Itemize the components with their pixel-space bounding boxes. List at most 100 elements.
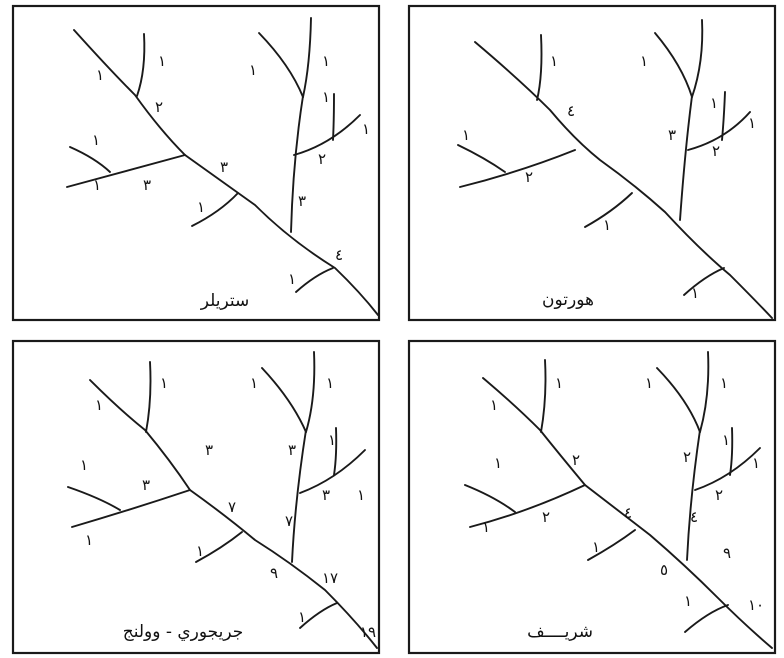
- order-label: ١: [720, 374, 728, 392]
- tributary-north-right: [699, 351, 710, 433]
- tributary-north-left: [654, 32, 693, 98]
- tributary-east-sub: [721, 91, 726, 141]
- panel-frame: [407, 4, 777, 322]
- panel-frame: [407, 339, 777, 655]
- order-label: ١: [462, 126, 470, 144]
- tributary-upper: [145, 361, 152, 433]
- order-label: ١: [752, 454, 760, 472]
- order-label: ٣: [143, 176, 151, 194]
- order-label: ١: [326, 374, 334, 392]
- order-label: ١: [722, 431, 730, 449]
- tributary-west: [459, 149, 576, 188]
- order-label: ١: [645, 374, 653, 392]
- tributary-south: [584, 192, 633, 228]
- tributary-east: [694, 447, 761, 491]
- order-label: ١: [684, 592, 692, 610]
- tributary-north-stem: [291, 429, 307, 563]
- order-label: ١: [328, 431, 336, 449]
- order-label: ٢: [712, 142, 720, 160]
- main-channel: [474, 41, 773, 319]
- order-label: ٩: [270, 564, 278, 582]
- tributary-east-sub: [332, 93, 335, 141]
- tributary-west: [66, 154, 186, 188]
- order-label: ١: [85, 531, 93, 549]
- order-labels: ١ ١ ٤ ١ ١ ٣ ٢ ١ ٢ ١ ١: [462, 52, 756, 302]
- tributary-north-stem: [290, 95, 304, 233]
- panel-title: هورتون: [542, 290, 594, 310]
- order-label: ١: [640, 52, 648, 70]
- order-label: ٧: [228, 498, 236, 516]
- panel-frame: [11, 339, 381, 655]
- tributary-east-sub: [729, 427, 734, 476]
- tributary-upper: [136, 33, 146, 97]
- tributary-upper: [540, 359, 547, 433]
- tributary-north-left: [656, 367, 701, 433]
- order-label: ٢: [318, 150, 326, 168]
- order-label: ١: [249, 61, 257, 79]
- order-label: ١: [357, 486, 365, 504]
- order-label: ٢: [572, 451, 580, 469]
- tributary-north-left: [261, 367, 307, 433]
- order-label: ٤: [690, 508, 698, 526]
- tributary-north-right: [691, 19, 704, 98]
- tributary-west-sub: [67, 486, 121, 511]
- order-label: ١٧: [322, 569, 338, 587]
- order-label: ١: [550, 52, 558, 70]
- order-label: ٣: [322, 486, 330, 504]
- order-label: ٢: [683, 448, 691, 466]
- tributary-west-sub: [457, 144, 506, 173]
- panel-frame: [11, 4, 381, 322]
- order-label: ٣: [220, 158, 228, 176]
- order-label: ١: [298, 608, 306, 626]
- order-label: ١: [691, 284, 699, 302]
- stream-network: [66, 17, 379, 316]
- tributary-upper: [536, 34, 543, 101]
- stream-network: [457, 19, 773, 319]
- stream-network: [67, 351, 378, 649]
- order-label: ٢: [525, 168, 533, 186]
- tributary-north-stem: [679, 95, 693, 221]
- order-label: ١: [322, 52, 330, 70]
- tributary-west: [71, 489, 191, 528]
- order-label: ١: [555, 374, 563, 392]
- order-label: ٣: [668, 126, 676, 144]
- order-label: ١: [748, 114, 756, 132]
- order-label: ١٠: [748, 596, 764, 614]
- order-label: ٩: [723, 544, 731, 562]
- panel-title: ستريلر: [200, 291, 250, 311]
- order-label: ٤: [335, 246, 343, 264]
- order-label: ١: [322, 88, 330, 106]
- main-channel: [73, 29, 379, 316]
- main-channel: [89, 379, 378, 649]
- order-label: ١: [96, 66, 104, 84]
- order-label: ١: [80, 456, 88, 474]
- order-label: ٣: [288, 441, 296, 459]
- tributary-west-sub: [464, 484, 516, 513]
- order-labels: ١ ١ ١ ١ ٢ ١ ١ ٢ ١ ٣ ٣ ١ ٣ ١ ٤ ١: [92, 52, 370, 288]
- order-label: ١: [250, 374, 258, 392]
- order-label: ١: [710, 94, 718, 112]
- order-label: ١: [92, 131, 100, 149]
- tributary-lower-east: [683, 267, 725, 296]
- order-label: ١: [197, 198, 205, 216]
- panel-title: شريــــف: [527, 622, 593, 642]
- order-label: ٣: [205, 441, 213, 459]
- panel-horton: ١ ١ ٤ ١ ١ ٣ ٢ ١ ٢ ١ ١ هورتون: [407, 4, 777, 322]
- panel-shreve: ١ ١ ١ ١ ٢ ١ ٢ ١ ٢ ١ ٤ ١ ٢ ٤ ٩ ٥ ١٠ ١ ١ ش…: [407, 339, 777, 655]
- tributary-north-right: [302, 17, 312, 98]
- panel-gregory-walling: ١ ١ ١ ١ ٣ ٣ ١ ٣ ٣ ١ ٧ ١ ٧ ١ ٩ ١٧ ١ ١٩ ١ …: [11, 339, 381, 655]
- tributary-east: [299, 449, 366, 494]
- order-label: ١: [288, 270, 296, 288]
- order-label: ١: [603, 216, 611, 234]
- tributary-north-right: [305, 351, 316, 433]
- order-label: ٤: [624, 504, 632, 522]
- order-label: ١٩: [360, 623, 376, 641]
- tributary-lower-east: [295, 267, 334, 293]
- tributary-south: [587, 529, 636, 561]
- order-labels: ١ ١ ١ ١ ٣ ٣ ١ ٣ ٣ ١ ٧ ١ ٧ ١ ٩ ١٧ ١ ١٩ ١: [80, 374, 376, 641]
- order-label: ٧: [285, 512, 293, 530]
- tributary-south: [195, 531, 243, 563]
- panel-strahler: ١ ١ ١ ١ ٢ ١ ١ ٢ ١ ٣ ٣ ١ ٣ ١ ٤ ١ ستريلر: [11, 4, 381, 322]
- tributary-lower-east: [299, 602, 338, 629]
- panel-title: جريجوري - وولنج: [123, 622, 244, 642]
